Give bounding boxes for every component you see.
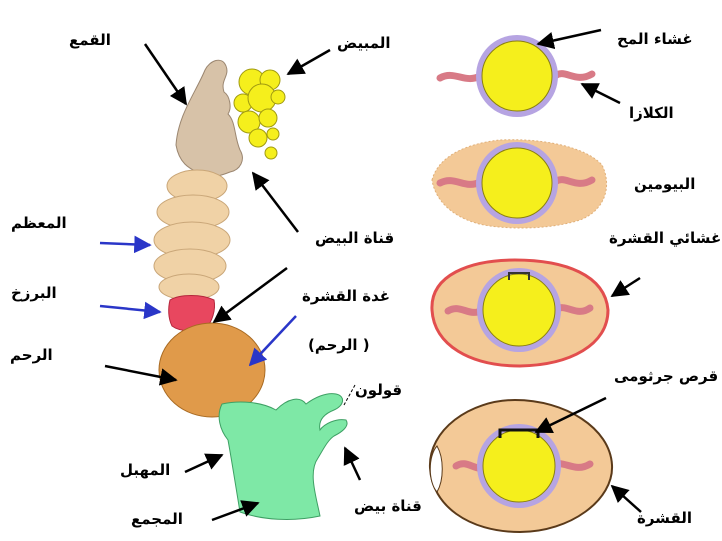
label-shell-membranes: غشائي القشرة [609,229,722,247]
arrow-ova [286,48,331,76]
arrow-vitelline-membrane [536,28,602,50]
arrow-germinal-disc [534,396,607,434]
arrow-shell-membranes [610,276,641,298]
label-shell: القشرة [637,509,693,527]
arrow-shell [610,484,642,513]
arrow-shell-gland [212,266,288,324]
label-oviduct-right: قناة بيض [354,497,422,515]
arrow-chalazae [580,82,621,105]
arrow-infundibulum [143,43,188,106]
label-shell-gland: غدة القشرة [302,287,391,305]
egg-stage-4 [428,398,614,534]
label-albumen: البيومين [634,175,696,193]
arrow-vagina [184,453,224,474]
label-ova: المبيض [337,34,391,52]
arrow-uterus-blue [248,315,297,367]
egg-stage-3 [430,258,610,368]
arrow-magnum [99,235,152,254]
arrow-oviduct-top [251,171,299,233]
label-chalazae: الكلازا [629,104,674,122]
label-isthmus: البرزخ [11,284,57,302]
arrow-isthmus [99,301,162,320]
label-vitelline-membrane: غشاء المح [617,30,693,48]
egg-stage-2 [431,139,608,229]
label-magnum: المعظم [11,214,67,232]
vagina-shape [218,393,348,520]
arrow-colon [343,384,356,406]
label-uterus-note: ( الرحم) [308,336,370,354]
ova-cluster [233,68,286,160]
label-infundibulum: القمع [69,31,111,49]
infundibulum-shape [175,59,243,178]
label-germinal-disc: قرص جرثومى [614,367,719,385]
arrow-uterus [104,364,178,386]
label-oviduct-left: قناة البيض [315,229,395,247]
label-vagina: المهبل [120,461,171,479]
label-colon: قولون [355,381,403,399]
egg-stage-1 [436,35,596,117]
label-uterus: الرحم [10,346,53,364]
label-cloaca: المجمع [131,510,183,528]
arrow-oviduct-right [343,446,362,481]
arrow-cloaca [211,500,260,522]
magnum-shape [153,169,231,301]
